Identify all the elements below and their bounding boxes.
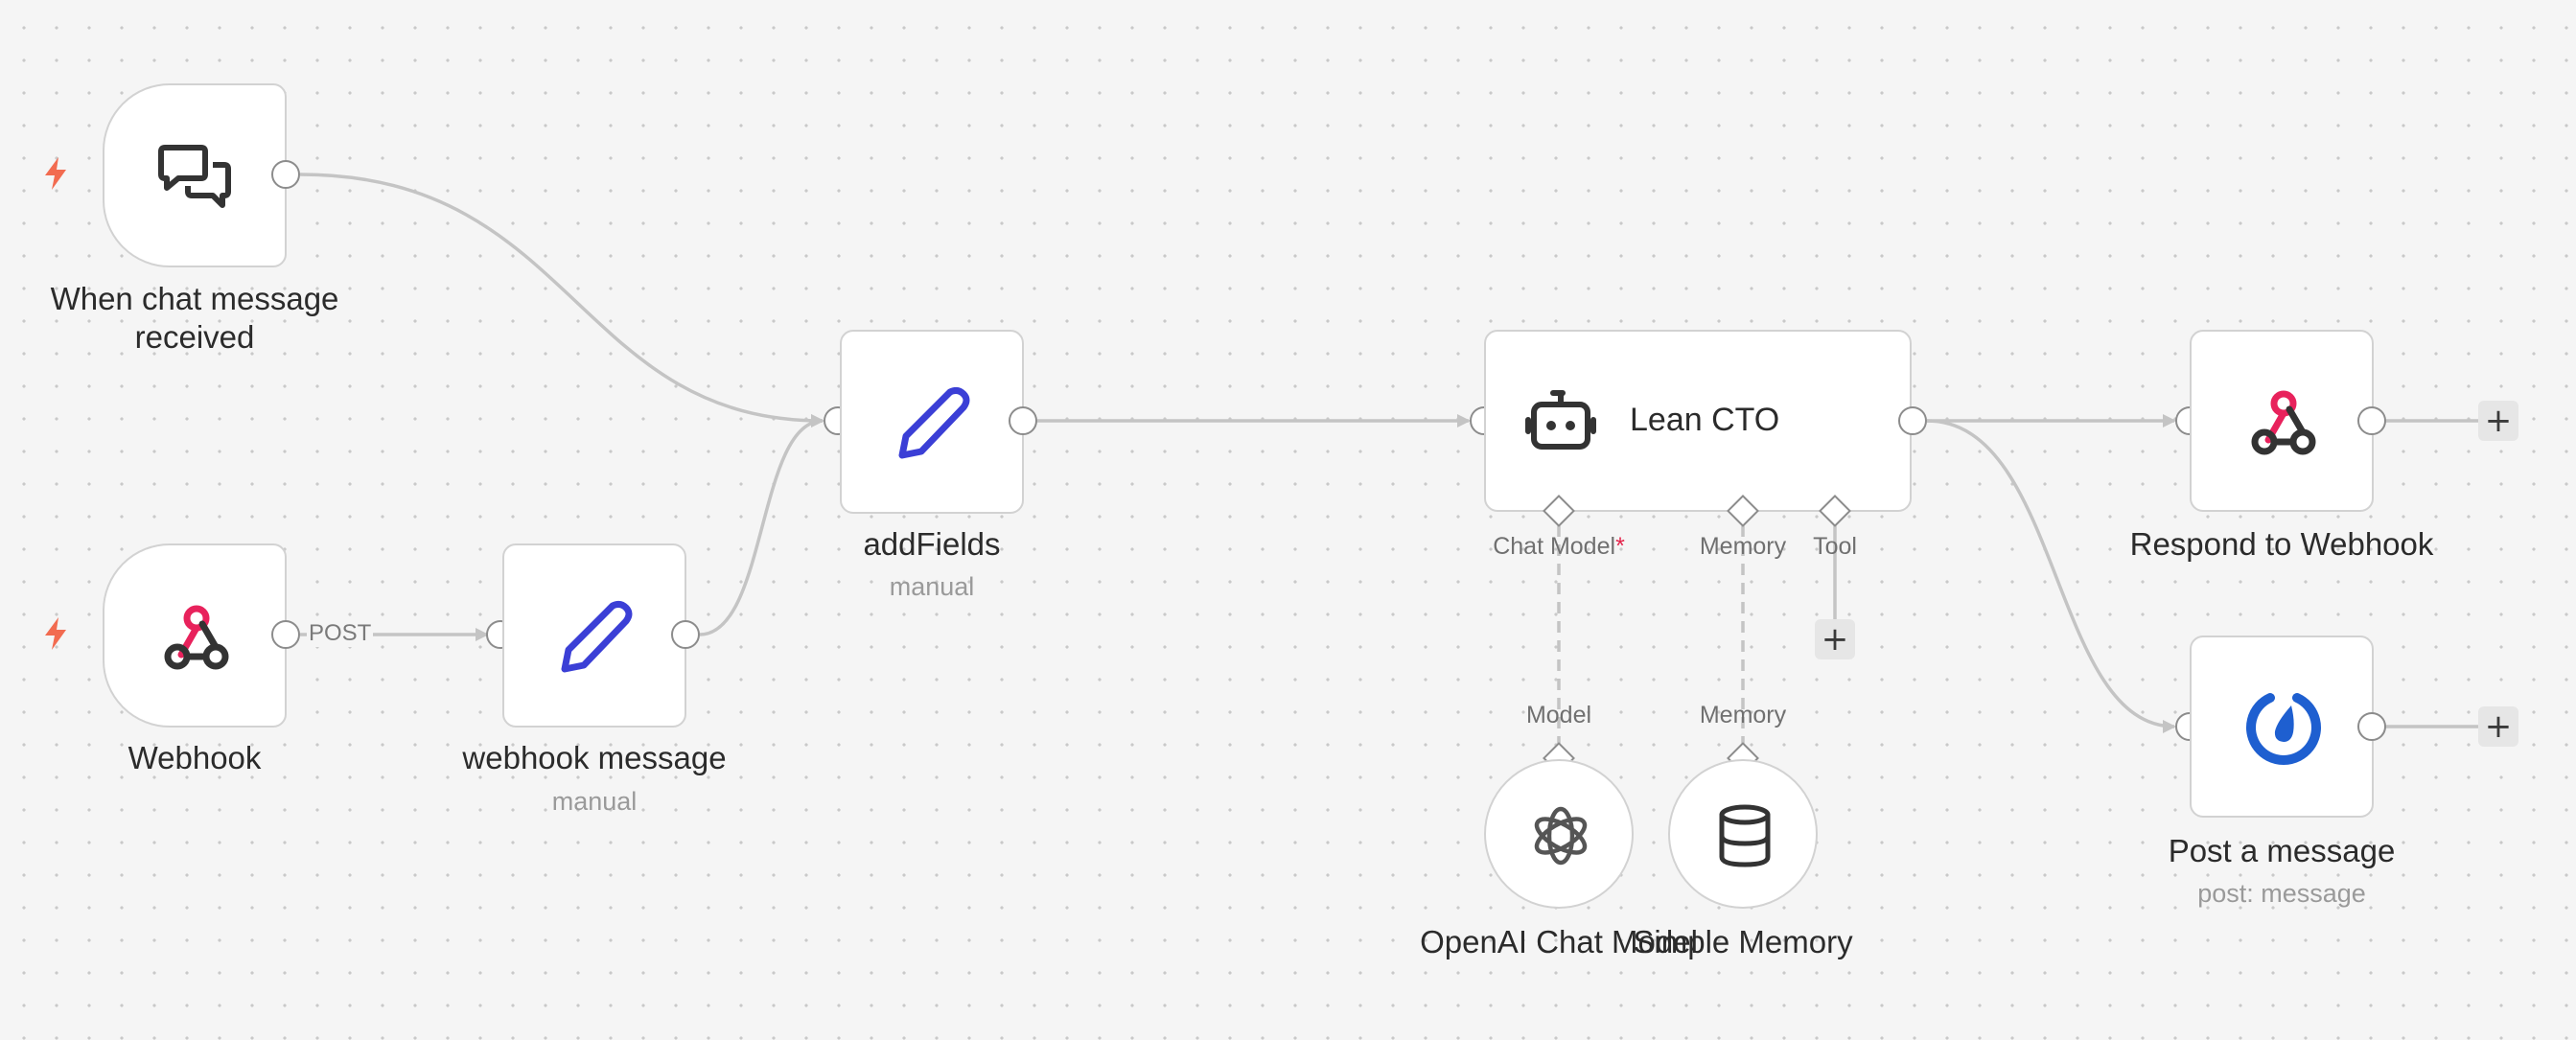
- agent-label: Lean CTO: [1630, 402, 1780, 438]
- openai-port-label: Model: [1525, 702, 1592, 728]
- post-sublabel: post: message: [2197, 879, 2366, 908]
- agent-output-port[interactable]: [1898, 406, 1927, 435]
- add-after-respond-button[interactable]: +: [2478, 401, 2518, 441]
- webhook-message-label: webhook message: [462, 740, 727, 775]
- node-webhook[interactable]: [103, 543, 287, 728]
- node-addfields[interactable]: [840, 330, 1024, 514]
- respond-output-port[interactable]: [2357, 406, 2386, 435]
- pencil-icon: [898, 386, 970, 459]
- edge-message-to-addfields: [699, 414, 824, 636]
- edge-chat-to-addfields: [299, 173, 824, 428]
- post-output-port[interactable]: [2357, 712, 2386, 741]
- memory-label: Simple Memory: [1633, 924, 1853, 959]
- addfields-label: addFields: [863, 526, 1001, 562]
- webhook-output-label: POST: [307, 620, 374, 647]
- memory-node-port-label: Memory: [1699, 702, 1787, 728]
- openai-icon: [1534, 806, 1588, 866]
- openai-label: OpenAI Chat Model: [1420, 924, 1698, 959]
- webhook-label: Webhook: [128, 740, 262, 775]
- tool-port-label: Tool: [1813, 533, 1857, 560]
- chat-trigger-label: When chat message received: [50, 281, 339, 355]
- mattermost-icon: [2246, 693, 2321, 765]
- add-tool-button[interactable]: +: [1815, 619, 1855, 659]
- node-chat-trigger[interactable]: [103, 83, 287, 267]
- required-mark: *: [1615, 533, 1625, 560]
- chat-model-port-label: Chat Model*: [1493, 533, 1625, 560]
- add-after-post-button[interactable]: +: [2478, 706, 2518, 747]
- robot-icon: [1525, 390, 1596, 450]
- addfields-sublabel: manual: [889, 572, 975, 601]
- database-icon: [1719, 804, 1771, 867]
- node-simple-memory[interactable]: [1668, 759, 1818, 909]
- node-webhook-message[interactable]: [502, 543, 686, 728]
- webhook-icon: [2251, 390, 2316, 455]
- webhook-icon: [164, 605, 229, 670]
- edge-agent-to-post: [1926, 419, 2176, 733]
- trigger-bolt-icon: [45, 157, 66, 190]
- memory-port-label: Memory: [1699, 533, 1787, 560]
- post-label: Post a message: [2168, 833, 2396, 868]
- respond-label: Respond to Webhook: [2129, 526, 2434, 562]
- webhook-message-output-port[interactable]: [671, 620, 700, 649]
- pencil-icon: [561, 600, 633, 673]
- node-agent-lean-cto[interactable]: Lean CTO: [1484, 330, 1912, 512]
- node-post-a-message[interactable]: [2190, 636, 2374, 818]
- chat-trigger-output-port[interactable]: [271, 160, 300, 189]
- node-respond-to-webhook[interactable]: [2190, 330, 2374, 512]
- chat-bubbles-icon: [158, 145, 231, 208]
- node-openai-chat-model[interactable]: [1484, 759, 1634, 909]
- webhook-output-port[interactable]: [271, 620, 300, 649]
- trigger-bolt-icon: [45, 617, 66, 650]
- addfields-output-port[interactable]: [1009, 406, 1037, 435]
- webhook-message-sublabel: manual: [551, 787, 638, 816]
